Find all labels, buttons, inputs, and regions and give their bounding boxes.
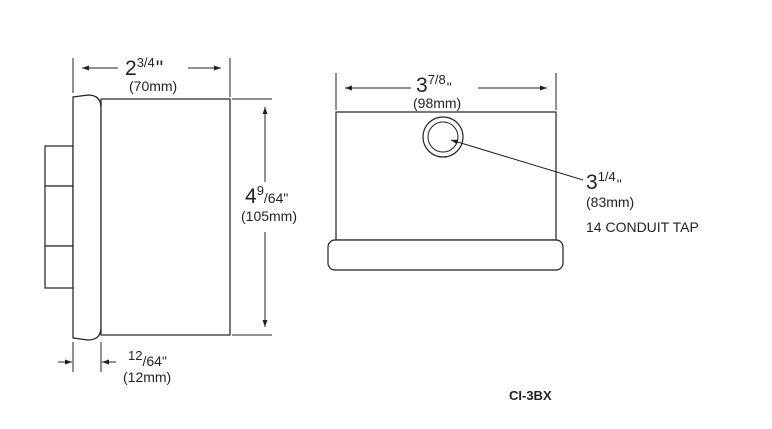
side-width-metric: (70mm) [129, 78, 177, 94]
side-width-unit: " [156, 57, 163, 80]
front-base [327, 239, 564, 271]
side-view: 23/4" (70mm) 49/64" (105mm) 12/64" (12mm… [44, 55, 297, 385]
side-width-label: 23/4" [125, 55, 163, 80]
flange-depth-denominator: /64 [142, 353, 162, 369]
front-view: 37/8" (98mm) 31/4" (83mm) 14 CONDUIT TAP [327, 72, 699, 271]
conduit-whole: 3 [586, 171, 598, 194]
side-height-label: 49/64" [245, 183, 288, 208]
side-width-whole: 2 [125, 57, 137, 80]
front-width-whole: 3 [416, 74, 428, 97]
conduit-stub-top [44, 145, 74, 187]
conduit-stub-middle [44, 185, 74, 247]
side-height-metric: (105mm) [241, 208, 297, 224]
conduit-note: 14 CONDUIT TAP [586, 219, 699, 235]
conduit-size-label: 31/4" [586, 169, 622, 194]
front-width-unit: " [447, 79, 452, 95]
conduit-tap-outer [422, 116, 464, 158]
front-width-metric: (98mm) [413, 95, 461, 111]
flange-depth-numerator: 12 [128, 348, 142, 363]
flange-depth-unit: " [162, 353, 167, 369]
conduit-fraction: 1/4 [598, 169, 616, 184]
side-width-fraction: 3/4 [137, 55, 155, 70]
conduit-leader-line [450, 139, 584, 181]
side-flange [72, 94, 102, 341]
flange-depth-label: 12/64" [128, 348, 167, 369]
front-width-label: 37/8" [416, 72, 452, 97]
front-width-fraction: 7/8 [428, 72, 446, 87]
conduit-unit: " [617, 176, 622, 192]
side-height-denominator: /64 [264, 190, 284, 206]
side-height-whole: 4 [245, 185, 257, 208]
conduit-stub-bottom [44, 245, 74, 289]
flange-depth-metric: (12mm) [123, 369, 171, 385]
side-height-unit: " [283, 190, 288, 206]
model-label: CI-3BX [509, 388, 552, 403]
conduit-metric: (83mm) [586, 194, 634, 210]
conduit-tap-inner [427, 121, 459, 153]
side-height-numerator: 9 [257, 183, 264, 198]
side-body [100, 98, 231, 336]
